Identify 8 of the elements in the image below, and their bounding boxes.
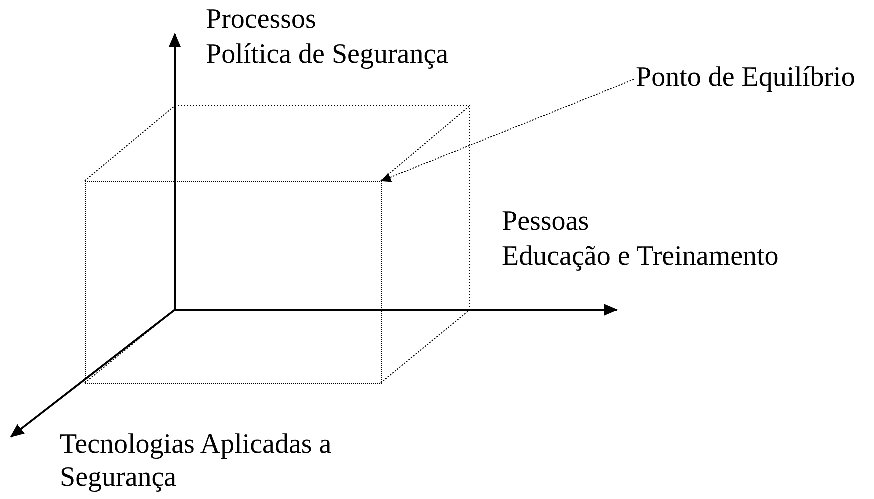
- axis-label: Pessoas: [502, 206, 590, 238]
- axis-label: Processos: [206, 4, 316, 36]
- axis-label: Política de Segurança: [206, 39, 449, 71]
- leader-line: [381, 79, 634, 182]
- cube-front-face: [85, 181, 382, 384]
- callout-text: Ponto de Equilíbrio: [636, 62, 856, 94]
- axis-label: Educação e Treinamento: [502, 241, 779, 273]
- axis-label: Tecnologias Aplicadas a Segurança: [60, 428, 333, 494]
